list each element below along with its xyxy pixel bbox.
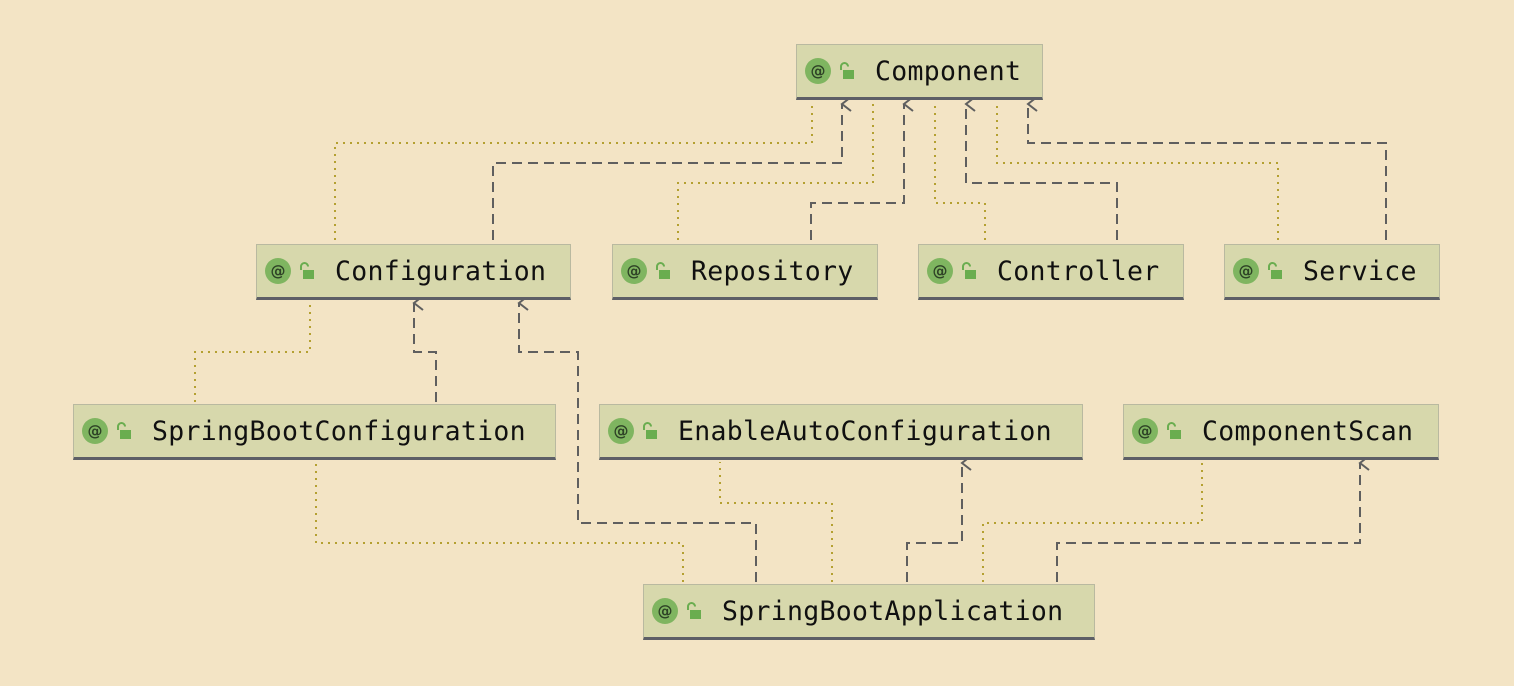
- unlocked-icon: [117, 422, 131, 439]
- unlocked-icon: [840, 62, 854, 79]
- annotation-icon: @: [82, 418, 108, 444]
- unlocked-icon: [300, 262, 314, 279]
- unlocked-icon: [1268, 262, 1282, 279]
- annotated-line-service-component: [996, 103, 1279, 240]
- node-enable-auto-configuration[interactable]: @ EnableAutoConfiguration: [599, 404, 1083, 460]
- annotated-line-repository-component: [677, 103, 874, 240]
- node-configuration[interactable]: @ Configuration: [256, 244, 571, 300]
- node-label: Component: [875, 55, 1022, 87]
- extends-line-service-component: [1026, 96, 1387, 240]
- unlocked-icon: [656, 262, 670, 279]
- node-label: ComponentScan: [1202, 415, 1414, 447]
- annotated-line-springbootapplication-enableautoconfiguration: [719, 462, 833, 582]
- node-component-scan[interactable]: @ ComponentScan: [1123, 404, 1439, 460]
- annotated-line-springbootconfiguration-configuration: [194, 302, 311, 402]
- annotation-icon: @: [1233, 258, 1259, 284]
- annotation-icon: @: [927, 258, 953, 284]
- extends-line-controller-component: [964, 96, 1118, 240]
- extends-line-repository-component: [810, 96, 914, 240]
- annotation-icon: @: [652, 598, 678, 624]
- unlocked-icon: [1167, 422, 1181, 439]
- extends-line-springbootapplication-configuration: [517, 295, 757, 582]
- extends-line-configuration-component: [492, 96, 852, 240]
- node-service[interactable]: @ Service: [1224, 244, 1440, 300]
- node-component[interactable]: @ Component: [796, 44, 1043, 100]
- extends-lines: [412, 96, 1387, 582]
- node-label: Service: [1303, 255, 1417, 287]
- node-label: SpringBootConfiguration: [152, 415, 526, 447]
- annotated-line-configuration-component: [334, 103, 813, 240]
- annotation-icon: @: [1132, 418, 1158, 444]
- annotation-icon: @: [621, 258, 647, 284]
- annotated-line-springbootapplication-springbootconfiguration: [315, 462, 684, 582]
- node-label: SpringBootApplication: [722, 595, 1064, 627]
- node-label: EnableAutoConfiguration: [678, 415, 1052, 447]
- unlocked-icon: [643, 422, 657, 439]
- extends-line-springbootconfiguration-configuration: [412, 295, 437, 402]
- node-spring-boot-application[interactable]: @ SpringBootApplication: [643, 584, 1095, 640]
- annotated-line-controller-component: [934, 103, 986, 240]
- annotated-by-lines: [194, 103, 1279, 582]
- annotation-icon: @: [608, 418, 634, 444]
- node-controller[interactable]: @ Controller: [918, 244, 1184, 300]
- node-repository[interactable]: @ Repository: [612, 244, 878, 300]
- node-label: Configuration: [335, 255, 547, 287]
- annotation-icon: @: [265, 258, 291, 284]
- extends-line-springbootapplication-componentscan: [1056, 455, 1370, 582]
- unlocked-icon: [962, 262, 976, 279]
- node-label: Repository: [691, 255, 854, 287]
- annotated-line-springbootapplication-componentscan: [982, 462, 1203, 582]
- unlocked-icon: [687, 602, 701, 619]
- node-label: Controller: [997, 255, 1160, 287]
- annotation-icon: @: [805, 58, 831, 84]
- extends-line-springbootapplication-enableautoconfiguration: [906, 455, 972, 582]
- node-spring-boot-configuration[interactable]: @ SpringBootConfiguration: [73, 404, 556, 460]
